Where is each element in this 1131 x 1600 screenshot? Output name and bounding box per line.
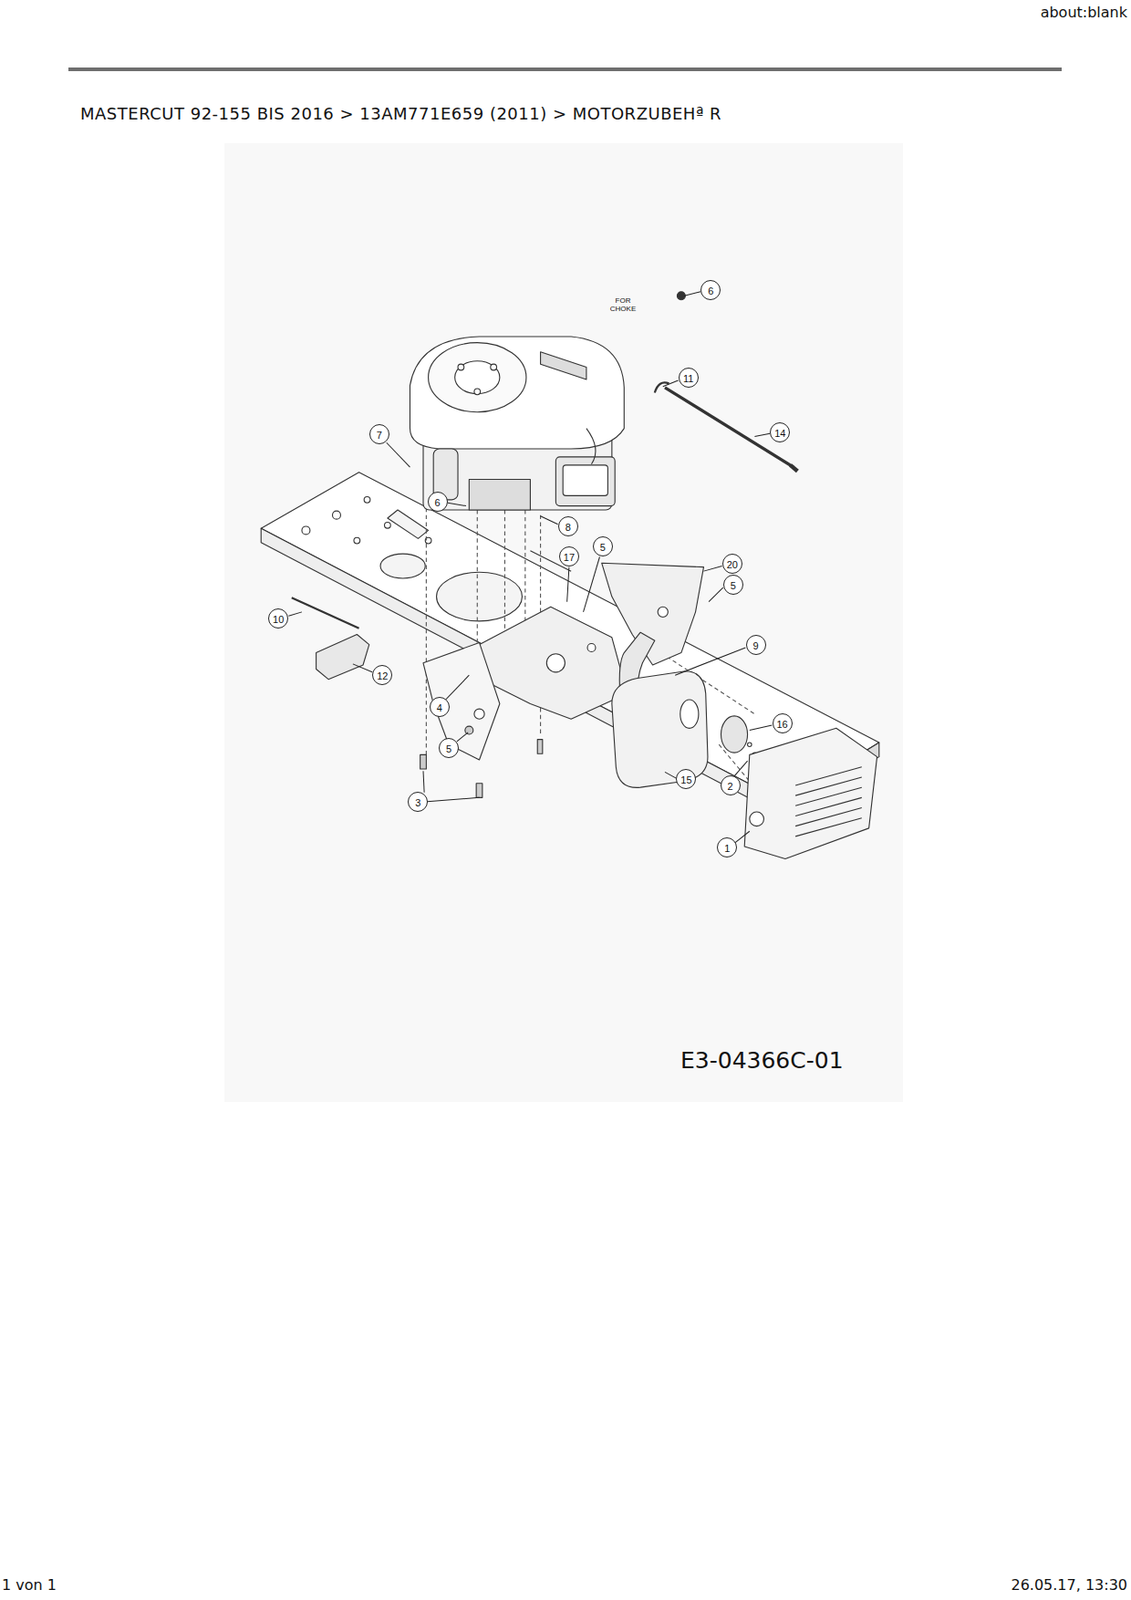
- muffler-bracket: [601, 562, 705, 665]
- bolt: [420, 726, 543, 798]
- callout-number: 5: [723, 574, 744, 595]
- choke-knob: [676, 291, 685, 301]
- print-date: 26.05.17, 13:30: [1010, 1576, 1128, 1594]
- browser-header: about:blank: [1040, 3, 1128, 21]
- drawing-code: E3-04366C-01: [680, 1047, 844, 1074]
- choke-rod: [664, 387, 798, 472]
- header-rule: [68, 67, 1062, 72]
- callout-number: 5: [438, 737, 459, 758]
- callout-number: 5: [592, 536, 613, 557]
- callout-number: 16: [772, 713, 793, 734]
- callout-number: 4: [429, 696, 450, 717]
- gasket: [720, 715, 748, 753]
- callout-number: 9: [746, 634, 767, 655]
- engine: [409, 336, 624, 510]
- callout-number: 6: [700, 280, 721, 301]
- callout-number: 2: [720, 775, 741, 796]
- callout-number: 10: [268, 608, 289, 629]
- muffler: [612, 671, 708, 789]
- page-count: 1 von 1: [1, 1576, 57, 1594]
- note-text: FOR CHOKE: [604, 297, 642, 314]
- heat-shield: [744, 727, 877, 859]
- callout-number: 6: [427, 491, 448, 512]
- cover-part: [316, 633, 370, 679]
- cable: [291, 597, 360, 629]
- image-ground: [224, 143, 903, 1102]
- side-bracket: [423, 642, 500, 760]
- callout-number: 8: [558, 516, 579, 537]
- callout-number: 11: [678, 367, 699, 388]
- leader-line: [288, 291, 772, 843]
- callout-number: 20: [722, 553, 743, 574]
- breadcrumb-title: MASTERCUT 92-155 BIS 2016 > 13AM771E659 …: [80, 103, 722, 124]
